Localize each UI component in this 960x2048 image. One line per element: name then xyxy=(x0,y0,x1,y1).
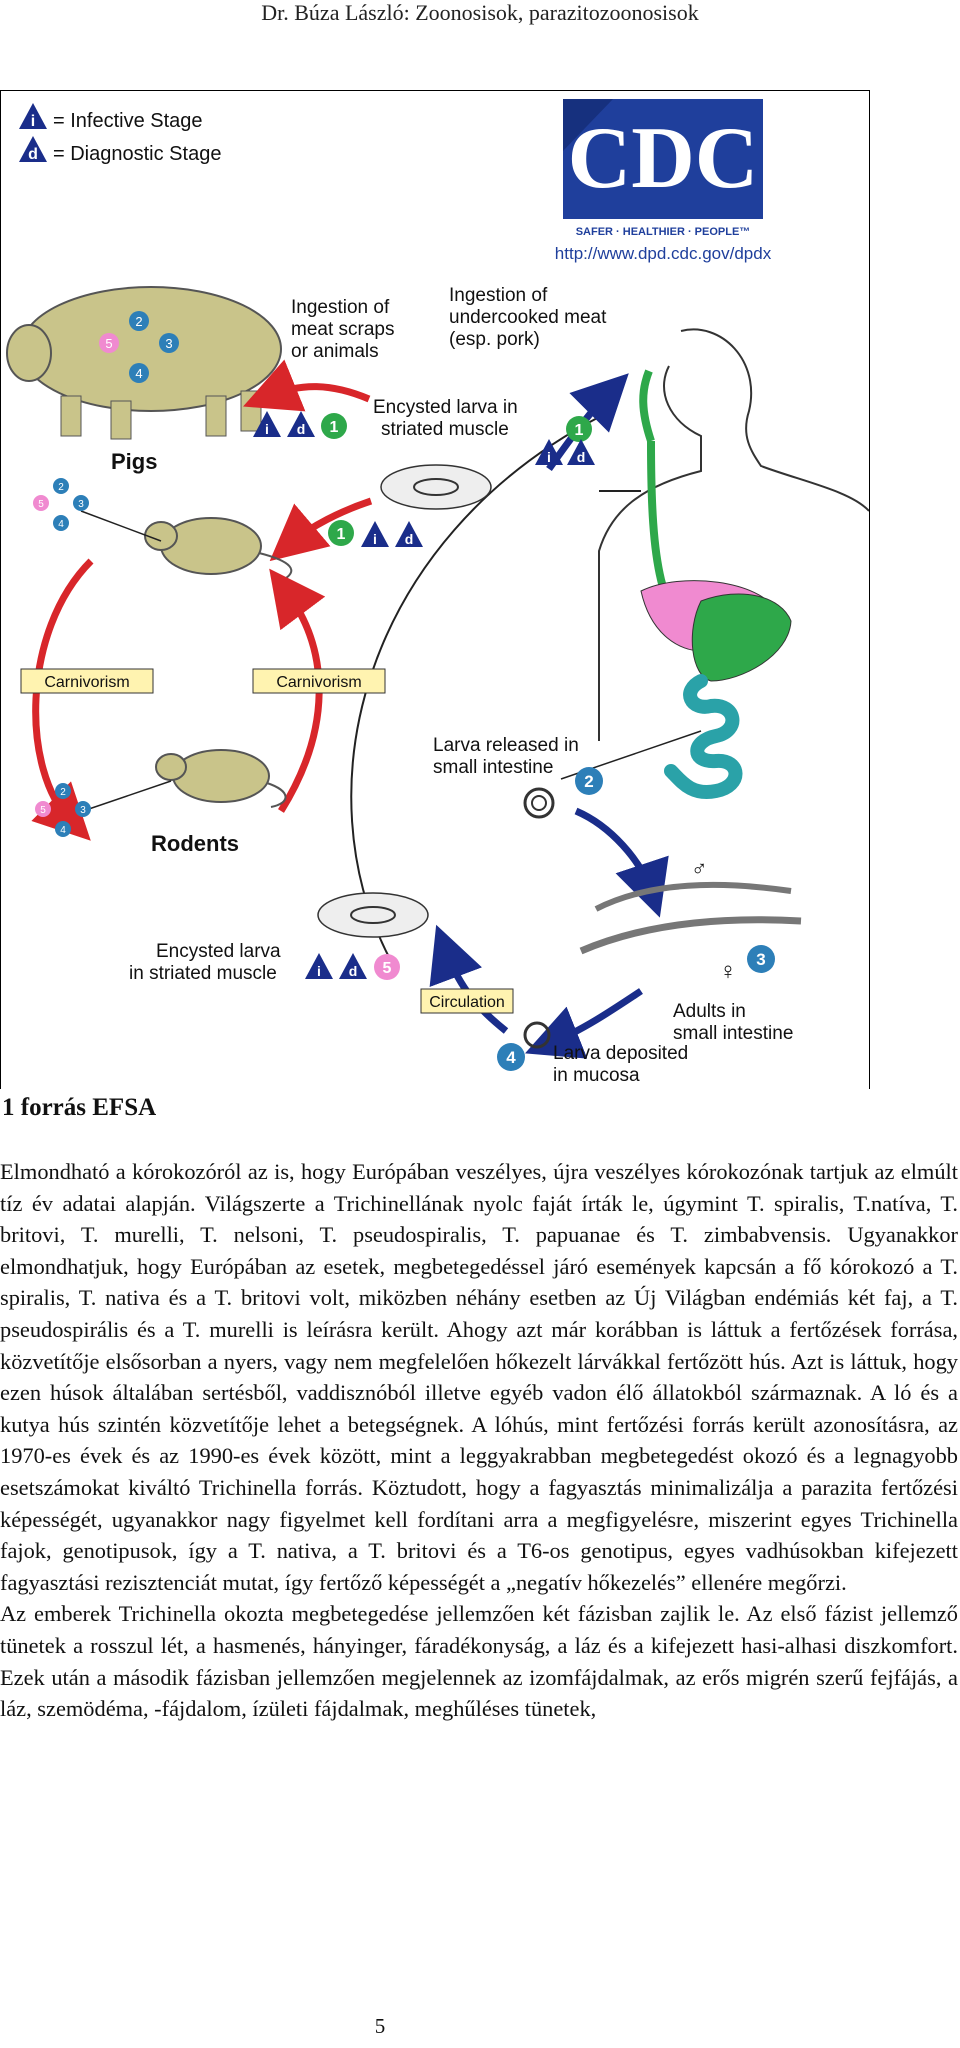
ingest-meat-line1: Ingestion of xyxy=(449,285,548,306)
rat-bottom-illustration xyxy=(155,749,287,808)
circulation-label: Circulation xyxy=(429,994,505,1011)
larva-released-line2: small intestine xyxy=(433,757,553,778)
rat-i-marker: i xyxy=(373,531,377,547)
navy-arrow-to-mucosa xyxy=(525,988,643,1059)
pig-i-marker: i xyxy=(265,421,269,437)
muscle-fiber-top xyxy=(380,464,492,510)
stage-2-larva-released: 2 xyxy=(584,772,593,791)
rat-d-marker: d xyxy=(405,531,414,547)
infective-triangle-icon xyxy=(19,103,47,129)
cdc-tagline: SAFER · HEALTHIER · PEOPLE™ xyxy=(576,226,751,238)
cdc-logo: CDC SAFER · HEALTHIER · PEOPLE™ http://w… xyxy=(555,99,772,263)
rat-stage-1: 1 xyxy=(337,526,346,543)
trichinella-life-cycle-figure: i = Infective Stage d = Diagnostic Stage… xyxy=(0,90,870,1089)
legend: i = Infective Stage d = Diagnostic Stage xyxy=(19,103,221,165)
pig-stage-4: 4 xyxy=(135,366,142,381)
deposited-line1: Larva deposited xyxy=(553,1043,688,1064)
muscle-fiber-bottom xyxy=(317,892,429,938)
rat2-stage-3: 3 xyxy=(80,805,86,816)
pig-stage-2: 2 xyxy=(135,314,142,329)
ingest-scraps-line1: Ingestion of xyxy=(291,297,390,318)
body-text: Elmondható a kórokozóról az is, hogy Eur… xyxy=(0,1156,958,1725)
rat1-stage-2: 2 xyxy=(58,482,64,493)
red-arrow-to-pig xyxy=(243,359,371,412)
rat2-stage-5: 5 xyxy=(40,805,46,816)
pig-stage-5: 5 xyxy=(105,336,112,351)
ingest-meat-line2: undercooked meat xyxy=(449,307,607,328)
rat2-stage-4: 4 xyxy=(60,825,66,836)
adults-line2: small intestine xyxy=(673,1023,793,1044)
navy-arrow-to-adults xyxy=(574,807,669,918)
rat-top-illustration xyxy=(144,517,293,582)
legend-infective-label: = Infective Stage xyxy=(53,110,203,132)
carnivorism-arrow-right xyxy=(269,568,326,813)
larva-released-line1: Larva released in xyxy=(433,735,579,756)
deposited-line2: in mucosa xyxy=(553,1065,640,1086)
life-cycle-diagram: i = Infective Stage d = Diagnostic Stage… xyxy=(6,99,869,1086)
rat1-stage-5: 5 xyxy=(38,499,44,510)
human-stage-1: 1 xyxy=(575,422,584,439)
carnivorism-right-label: Carnivorism xyxy=(276,674,361,691)
rodents-label: Rodents xyxy=(151,831,239,856)
encysted-bottom-line2: in striated muscle xyxy=(129,963,277,984)
carnivorism-arrow-left xyxy=(31,558,94,841)
rat2-stage-2: 2 xyxy=(60,787,66,798)
encysted-bottom-line1: Encysted larva xyxy=(156,941,281,962)
female-symbol: ♀ xyxy=(719,958,737,985)
cdc-logo-text: CDC xyxy=(568,110,759,207)
carnivorism-left-label: Carnivorism xyxy=(44,674,129,691)
rat1-stage-4: 4 xyxy=(58,519,64,530)
stage-5-encysted: 5 xyxy=(383,960,392,977)
human-outline xyxy=(598,328,869,799)
rat1-stage-3: 3 xyxy=(78,499,84,510)
human-i-marker: i xyxy=(547,449,551,465)
stage-4-deposited: 4 xyxy=(506,1048,516,1067)
adults-line1: Adults in xyxy=(673,1001,746,1022)
ingest-scraps-line3: or animals xyxy=(291,341,379,362)
ingest-scraps-line2: meat scraps xyxy=(291,319,394,340)
pig-illustration xyxy=(6,286,282,440)
paragraph-1: Elmondható a kórokozóról az is, hogy Eur… xyxy=(0,1159,958,1595)
encysted-top-line2: striated muscle xyxy=(381,419,509,440)
human-d-marker: d xyxy=(577,449,586,465)
page-number: 5 xyxy=(374,2014,386,2038)
diagnostic-triangle-icon xyxy=(19,136,47,162)
pig-stage-1: 1 xyxy=(330,419,339,436)
figure-caption: 1 forrás EFSA xyxy=(2,1094,157,1121)
adult-worm-male xyxy=(594,881,792,912)
pigs-label: Pigs xyxy=(111,449,157,474)
bottom-d-marker: d xyxy=(349,963,358,979)
ingest-meat-line3: (esp. pork) xyxy=(449,329,540,350)
legend-diagnostic-label: = Diagnostic Stage xyxy=(53,143,221,165)
running-header: Dr. Búza László: Zoonosisok, parazitozoo… xyxy=(261,0,699,25)
encysted-top-line1: Encysted larva in xyxy=(373,397,518,418)
legend-i-symbol: i xyxy=(31,113,35,130)
bottom-i-marker: i xyxy=(317,963,321,979)
pig-d-marker: d xyxy=(297,421,306,437)
pig-stage-3: 3 xyxy=(165,336,172,351)
adult-worm-female xyxy=(579,916,802,955)
stage-3-adults: 3 xyxy=(756,950,765,969)
cdc-url: http://www.dpd.cdc.gov/dpdx xyxy=(555,244,772,263)
paragraph-2: Az emberek Trichinella okozta megbeteged… xyxy=(0,1601,958,1722)
red-arrow-to-rat xyxy=(269,497,373,562)
male-symbol: ♂ xyxy=(691,856,708,881)
legend-d-symbol: d xyxy=(28,146,38,163)
